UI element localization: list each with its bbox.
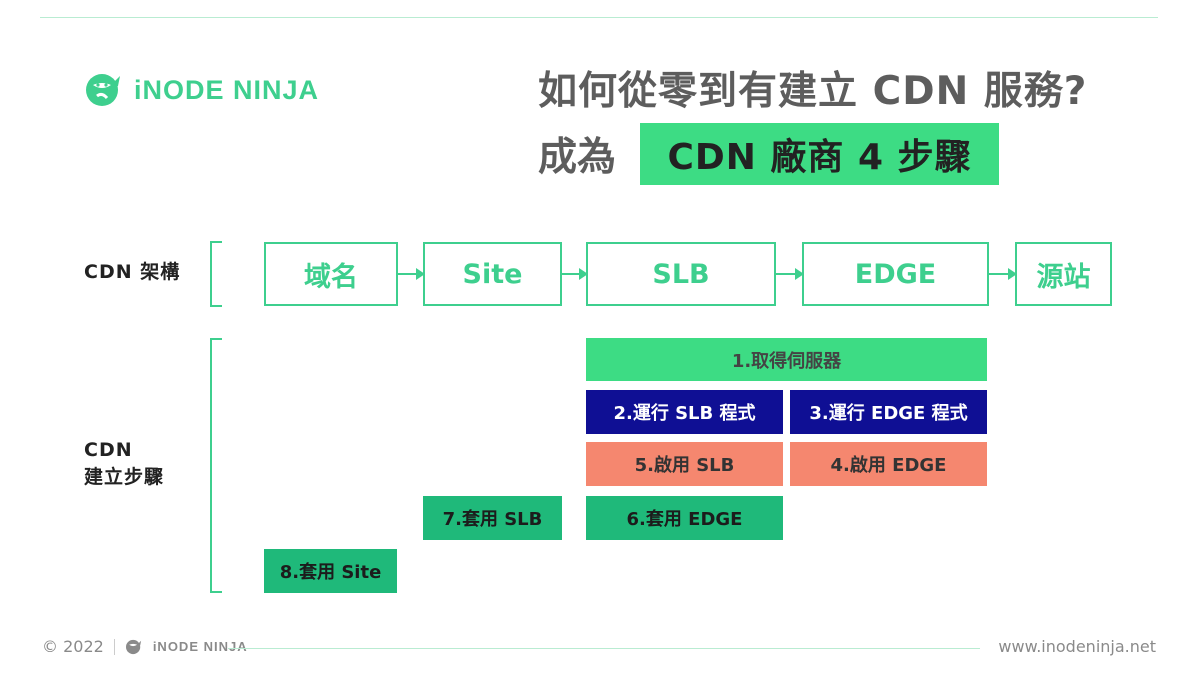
footer-brand-name: iNODE NINJA bbox=[152, 639, 248, 654]
steps-row-label-line2: 建立步驟 bbox=[84, 466, 165, 488]
page-title: 如何從零到有建立 CDN 服務? bbox=[538, 69, 1088, 114]
architecture-row-label: CDN 架構 bbox=[84, 261, 181, 283]
ninja-logo-icon bbox=[86, 74, 120, 106]
architecture-bracket bbox=[210, 241, 222, 307]
arch-box-slb: SLB bbox=[586, 242, 776, 306]
step-8-apply-site: 8.套用 Site bbox=[264, 549, 397, 593]
footer-separator bbox=[113, 638, 115, 655]
arch-box-domain: 域名 bbox=[264, 242, 398, 306]
arrow-domain-site bbox=[398, 268, 425, 280]
arch-box-origin: 源站 bbox=[1015, 242, 1112, 306]
step-5-enable-slb: 5.啟用 SLB bbox=[586, 442, 783, 486]
title-line2-lead: 成為 bbox=[538, 135, 617, 180]
title-highlight-badge: CDN 廠商 4 步驟 bbox=[640, 123, 999, 185]
arrow-site-slb bbox=[562, 268, 588, 280]
footer-url[interactable]: www.inodeninja.net bbox=[998, 637, 1156, 656]
brand-logo: iNODE NINJA bbox=[84, 72, 319, 108]
arch-box-edge: EDGE bbox=[802, 242, 989, 306]
arch-box-site: Site bbox=[423, 242, 562, 306]
steps-row-label-line1: CDN bbox=[84, 439, 133, 461]
step-6-apply-edge: 6.套用 EDGE bbox=[586, 496, 783, 540]
footer-left: © 2022 iNODE NINJA bbox=[42, 637, 248, 656]
steps-bracket bbox=[210, 338, 222, 593]
steps-row-label: CDN 建立步驟 bbox=[84, 437, 164, 491]
step-2-run-slb: 2.運行 SLB 程式 bbox=[586, 390, 783, 434]
copyright-text: © 2022 bbox=[42, 637, 104, 656]
step-4-enable-edge: 4.啟用 EDGE bbox=[790, 442, 987, 486]
bottom-divider bbox=[228, 648, 980, 649]
step-3-run-edge: 3.運行 EDGE 程式 bbox=[790, 390, 987, 434]
step-7-apply-slb: 7.套用 SLB bbox=[423, 496, 562, 540]
arrow-slb-edge bbox=[776, 268, 804, 280]
brand-name: iNODE NINJA bbox=[134, 74, 320, 105]
step-1-get-servers: 1.取得伺服器 bbox=[586, 338, 987, 381]
footer-ninja-logo-icon bbox=[125, 639, 141, 654]
arrow-edge-origin bbox=[989, 268, 1017, 280]
top-divider bbox=[40, 17, 1158, 18]
